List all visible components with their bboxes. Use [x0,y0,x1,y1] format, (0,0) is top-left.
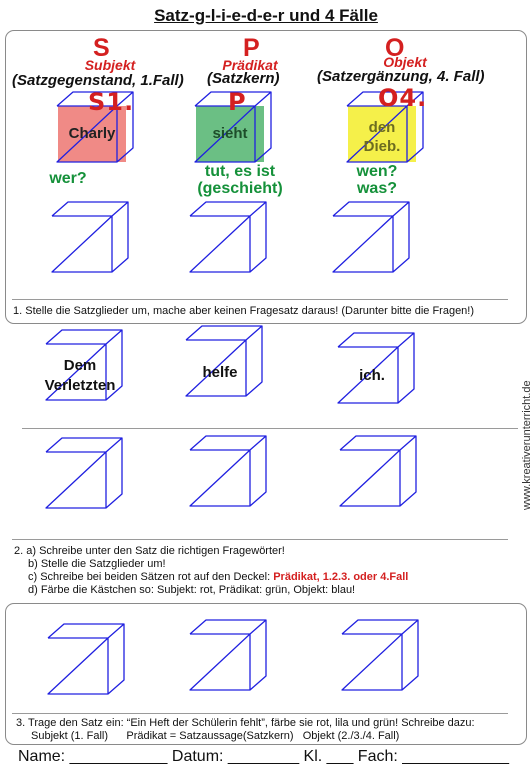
subject-question: wer? [49,170,87,187]
cube [189,435,267,507]
cube [51,201,129,273]
section-1-frame [5,30,527,324]
task-2d: d) Färbe die Kästchen so: Subjekt: rot, … [28,584,356,596]
object-lid-label: O4. [378,84,428,112]
divider [12,299,508,300]
page-title: Satz-g-l-i-e-d-e-r und 4 Fälle [154,6,378,25]
task-3-line-2: Subjekt (1. Fall) Prädikat = Satzaussage… [31,730,400,742]
task-2c-highlight: Prädikat, 1.2.3. oder 4.Fall [273,571,409,583]
divider [12,713,508,714]
subject-label: Subjekt [84,57,136,73]
predicate-face [196,106,264,162]
sentence-word-3: ich. [359,367,385,384]
divider [12,539,508,540]
cube [45,437,123,509]
object-letter: O [385,34,405,62]
task-2c: c) Schreibe bei beiden Sätzen rot auf de… [28,571,408,585]
task-2b: b) Stelle die Satzglieder um! [28,558,166,570]
object-desc: (Satzergänzung, 4. Fall) [317,68,485,85]
predicate-word: sieht [212,125,248,142]
cube [47,623,125,695]
subject-letter: S [93,34,110,62]
predicate-desc: (Satzkern) [207,70,280,87]
divider [22,428,518,429]
object-word: den Dieb. [363,119,401,155]
predicate-question: tut, es ist (geschieht) [197,163,283,197]
sentence-word-2: helfe [202,364,238,381]
cube [339,435,417,507]
task-2a: 2. a) Schreibe unter den Satz die richti… [14,545,285,557]
subject-desc: (Satzgegenstand, 1.Fall) [12,72,184,89]
object-question: wen? was? [356,163,398,197]
task-2c-text: c) Schreibe bei beiden Sätzen rot auf de… [28,571,271,583]
cube [189,201,267,273]
subject-word: Charly [68,125,116,142]
website-credit: www.kreativerunterricht.de [521,380,532,510]
cube [332,201,410,273]
task-1-text: 1. Stelle die Satzglieder um, mache aber… [13,305,475,317]
cube [189,619,267,691]
object-face [348,106,416,162]
predicate-label: Prädikat [222,57,278,73]
predicate-lid-label: P [228,88,247,116]
task-3-line-1: 3. Trage den Satz ein: “Ein Heft der Sch… [16,717,475,729]
predicate-letter: P [243,34,260,62]
name-date-footer: Name: ___________ Datum: ________ Kl. __… [18,748,510,765]
subject-lid-label: S1. [88,88,135,116]
cube [341,619,419,691]
sentence-word-1: Dem Verletzten [44,357,116,394]
cube [185,325,263,397]
object-label: Objekt [383,54,427,70]
subject-face [58,106,126,162]
